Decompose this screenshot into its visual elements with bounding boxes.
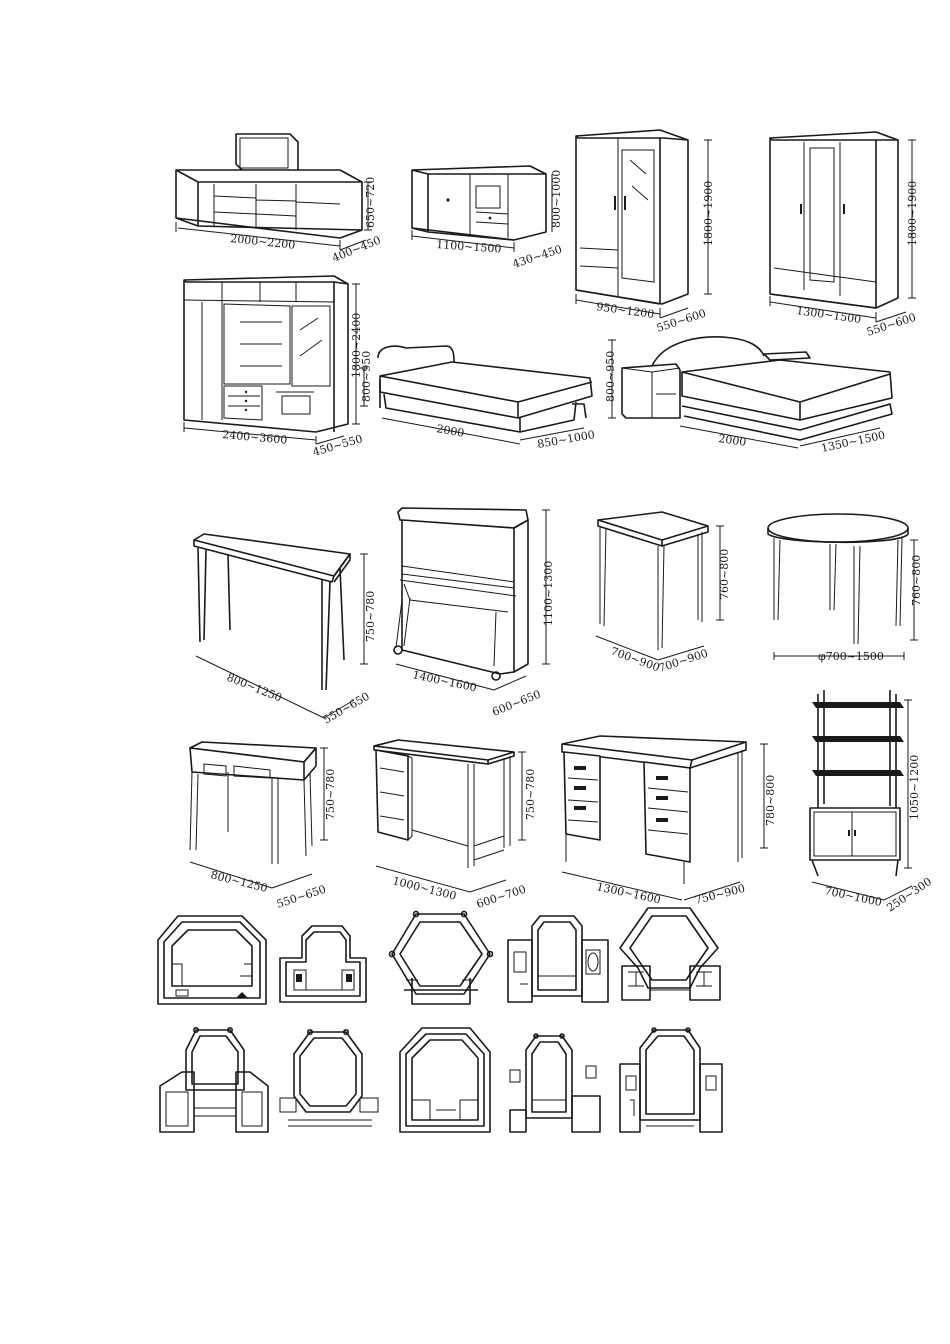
plan-octagon-wings xyxy=(159,1027,269,1133)
double-desk-height-label: 780~800 xyxy=(764,775,777,826)
shelf-unit-width-label: 700~1000 xyxy=(823,884,883,909)
plan-octagon xyxy=(157,915,267,1005)
console-table-width-label: 800~1250 xyxy=(225,671,284,705)
single-desk-depth-label: 600~700 xyxy=(475,883,528,911)
single-desk-height-label: 750~780 xyxy=(524,769,537,820)
tv-cabinet: 2000~2200 650~720 400~450 xyxy=(175,133,383,265)
single-bed-height-label: 800~950 xyxy=(360,351,373,402)
wall-unit: 2400~3600 1800~2400 450~550 xyxy=(183,275,364,459)
plan-double-wall xyxy=(399,1027,491,1133)
sideboard-depth-label: 430~450 xyxy=(511,243,564,271)
round-table: φ700~1500 760~800 xyxy=(767,513,923,663)
single-pedestal-desk: 1000~1300 750~780 600~700 xyxy=(373,739,537,911)
plan-offset xyxy=(619,1027,723,1133)
sideboard: 1100~1500 800~1000 430~450 xyxy=(411,165,564,271)
shelf-unit-depth-label: 250~300 xyxy=(884,875,934,914)
shelf-unit-height-label: 1050~1200 xyxy=(908,755,921,820)
square-table-height-label: 760~800 xyxy=(718,549,731,600)
wall-unit-height-label: 1800~2400 xyxy=(350,313,363,378)
drawer-table-depth-label: 550~650 xyxy=(275,883,328,911)
double-pedestal-desk: 1300~1600 780~800 750~900 xyxy=(561,735,777,907)
wardrobe-three-door: 1300~1500 1800~1900 550~600 xyxy=(769,131,919,339)
wardrobe-three-depth-label: 550~600 xyxy=(865,311,918,339)
round-table-height-label: 760~800 xyxy=(910,555,923,606)
double-desk-depth-label: 750~900 xyxy=(694,882,747,907)
drawer-table-height-label: 750~780 xyxy=(324,769,337,820)
square-table: 700~900 700~900 760~800 xyxy=(595,511,731,675)
wardrobe-three-width-label: 1300~1500 xyxy=(796,304,862,326)
single-bed: 2000 800~950 850~1000 xyxy=(360,345,596,451)
shelf-unit: 700~1000 1050~1200 250~300 xyxy=(809,690,934,914)
wardrobe-three-height-label: 1800~1900 xyxy=(906,181,919,246)
double-bed: 2000 800~950 1350~1500 xyxy=(604,336,893,455)
plan-hexagon-wings xyxy=(619,907,721,1001)
double-bed-length-label: 2000 xyxy=(718,432,748,449)
piano-width-label: 1400~1600 xyxy=(411,668,477,694)
wall-unit-width-label: 2400~3600 xyxy=(222,428,288,447)
double-desk-width-label: 1300~1600 xyxy=(595,880,661,906)
plan-octagon-grid xyxy=(279,1029,379,1127)
wall-unit-depth-label: 450~550 xyxy=(311,432,364,459)
drawer-table: 800~1250 750~780 550~650 xyxy=(189,741,337,911)
plan-hexagon xyxy=(388,910,494,1005)
square-table-width-label: 700~900 xyxy=(609,645,662,675)
piano: 1400~1600 1100~1300 600~650 xyxy=(393,507,555,719)
console-table-height-label: 750~780 xyxy=(364,591,377,642)
piano-height-label: 1100~1300 xyxy=(542,561,555,626)
wardrobe-two-height-label: 1800~1900 xyxy=(702,181,715,246)
sideboard-width-label: 1100~1500 xyxy=(436,238,502,256)
console-table: 800~1250 750~780 550~650 xyxy=(193,533,377,727)
piano-depth-label: 600~650 xyxy=(490,688,542,719)
wardrobe-two-door: 950~1200 1800~1900 550~600 xyxy=(575,129,715,335)
round-table-diameter-label: φ700~1500 xyxy=(818,650,884,663)
drawer-table-width-label: 800~1250 xyxy=(209,868,269,895)
single-bed-length-label: 2000 xyxy=(435,422,465,440)
single-desk-width-label: 1000~1300 xyxy=(391,874,457,902)
tv-cabinet-width-label: 2000~2200 xyxy=(230,232,296,252)
plan-twin-cell xyxy=(507,915,609,1003)
double-bed-height-label: 800~950 xyxy=(604,351,617,402)
square-table-depth-label: 700~900 xyxy=(657,647,710,675)
tv-cabinet-height-label: 650~720 xyxy=(364,177,377,228)
console-table-depth-label: 550~650 xyxy=(321,690,372,727)
double-bed-width-label: 1350~1500 xyxy=(820,429,886,455)
wardrobe-two-width-label: 950~1200 xyxy=(596,300,655,321)
sideboard-height-label: 800~1000 xyxy=(550,170,563,228)
plan-compact xyxy=(279,925,367,1003)
plan-asymmetric xyxy=(509,1033,601,1133)
